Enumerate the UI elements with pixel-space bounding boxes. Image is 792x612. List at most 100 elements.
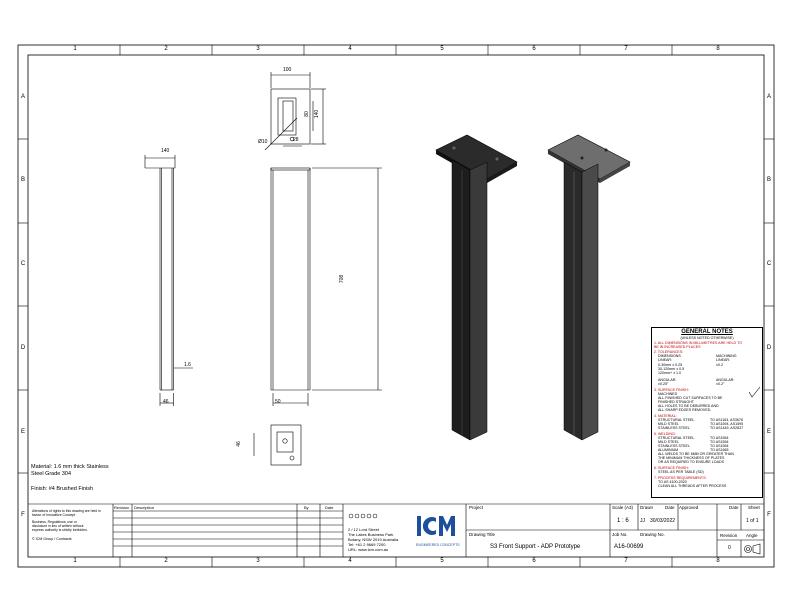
note-3-line-0: MACHINED <box>658 392 678 396</box>
mat-row-2-b: TO AS1449, AS2837 <box>710 426 744 430</box>
mat-row-2-a: STAINLESS STEEL <box>658 426 690 430</box>
weld-row-3-b: TO AS1665 <box>710 448 729 452</box>
company-address-2: Botany, NSW 2019 Australia <box>348 537 399 542</box>
company-address-0: 2 / 12 Lord Street <box>348 527 379 532</box>
zone-row-e-right: E <box>766 429 771 435</box>
rev-col-description: Description <box>134 505 155 510</box>
tol-left-1: LINEAR: <box>658 358 672 362</box>
rev-col-revision: Revision <box>114 505 130 510</box>
zone-col-2-bottom: 2 <box>164 558 168 564</box>
tol-left-0: DIMENSIONS <box>658 354 681 358</box>
weld-line-2: OR AS REQUIRED TO ENSURE LOADS <box>658 460 724 464</box>
angle-label: Angle <box>746 533 758 538</box>
date-label: Date <box>665 505 675 510</box>
zone-row-f-right: F <box>767 512 771 518</box>
company-address-1: The Lakes Business Park <box>348 532 394 537</box>
company-address-3: Tel: +61 2 9669 7200 <box>348 542 386 547</box>
general-notes-title: GENERAL NOTES <box>681 329 733 335</box>
company-address-4: URL: www.icm.com.au <box>348 547 389 552</box>
dim-side-bottom: 50 <box>275 399 281 405</box>
zone-col-5: 5 <box>440 46 444 52</box>
note-7-line-1: CLEAN ALL THREADS AFTER PROCESS <box>658 484 727 488</box>
weld-row-2-a: STAINLESS STEEL <box>658 444 690 448</box>
mat-row-1-a: MILD STEEL <box>658 422 679 426</box>
zone-col-7-bottom: 7 <box>624 558 628 564</box>
weld-row-0-b: TO AS1554 <box>710 436 729 440</box>
iso-dark-post <box>435 134 518 441</box>
note-3-line-2: FINISHED STRAIGHT <box>658 400 694 404</box>
note-6: 6. SURFACE FINISH: <box>654 466 689 470</box>
weld-line-0: ALL WELDS TO BE 6MM OR GREATER THAN <box>658 452 734 456</box>
zone-col-3: 3 <box>256 46 260 52</box>
company-wordmark-logo <box>348 513 378 519</box>
revision-label: Revision <box>720 533 738 538</box>
scale-value: 1 : 6 <box>617 518 629 524</box>
weld-row-0-a: STRUCTURAL STEEL <box>658 436 695 440</box>
sheet-value: 1 of 1 <box>746 518 759 524</box>
zone-row-a-right: A <box>766 94 771 100</box>
company-tagline: ENGINEERED CONCEPTS <box>416 543 460 547</box>
zone-col-3-bottom: 3 <box>256 558 260 564</box>
drawing-no-label: Drawing No. <box>640 532 665 537</box>
zone-col-7: 7 <box>624 46 628 52</box>
note-2: 2. TOLERANCES: <box>654 350 684 354</box>
zone-col-4: 4 <box>348 46 352 52</box>
zone-col-6-bottom: 6 <box>532 558 536 564</box>
note-3: 3. SURFACE FINISH: <box>654 388 689 392</box>
approved-label: Approved <box>679 505 699 510</box>
material-line-1: Material: 1.6 mm thick Stainless <box>31 464 109 470</box>
job-no-label: Job No. <box>612 532 628 537</box>
weld-row-2-b: TO AS1554 <box>710 444 729 448</box>
copyright-line-3: express authority is strictly forbidden. <box>32 528 88 532</box>
note-5: 5. WELDING: <box>654 432 676 436</box>
note-4: 4. MATERIAL: <box>654 414 677 418</box>
icm-logo <box>417 516 455 536</box>
material-line-2: Steel Grade 304 <box>31 471 72 477</box>
dim-hole-dia: Ø10 <box>258 139 268 145</box>
project-label: Project <box>469 505 484 510</box>
dim-front-bottom: 46 <box>163 399 169 405</box>
mat-row-0-a: STRUCTURAL STEEL <box>658 418 695 422</box>
finish-note: Finish: #4 Brushed Finish <box>31 486 94 492</box>
revision-value: 0 <box>728 545 731 551</box>
dim-wall: 1.6 <box>184 362 191 368</box>
tol-left-5: ANGULAR: <box>658 378 677 382</box>
tol-right-1: LINEAR: <box>716 358 730 362</box>
zone-col-8-bottom: 8 <box>716 558 720 564</box>
rev-col-date: Date <box>325 505 334 510</box>
weld-row-3-a: ALUMINIUM <box>658 448 679 452</box>
zone-col-6: 6 <box>532 46 536 52</box>
zone-col-8: 8 <box>716 46 720 52</box>
drawing-title: S3 Front Support - ADP Prototype <box>490 544 581 550</box>
tol-right-2: ±0.2 <box>716 363 723 367</box>
zone-row-f: F <box>21 512 25 518</box>
zone-row-d-right: D <box>766 345 772 351</box>
tol-left-4: 120mm+ ± 1.0 <box>658 371 682 375</box>
tol-left-2: 0-30mm ± 0.25 <box>658 363 683 367</box>
weld-row-1-a: MILD STEEL <box>658 440 679 444</box>
zone-col-1-bottom: 1 <box>73 558 77 564</box>
tol-right-3: ANGULAR: <box>716 378 735 382</box>
weld-row-1-b: TO AS1554 <box>710 440 729 444</box>
zone-col-5-bottom: 5 <box>440 558 444 564</box>
weld-line-1: THE MINIMUM THICKNESS OF PLATES <box>658 456 725 460</box>
zone-row-d: D <box>20 345 26 351</box>
note-3-line-1: ALL FINISHED CUT SURFACES TO BE <box>658 396 723 400</box>
general-notes-panel: GENERAL NOTES (UNLESS NOTED OTHERWISE) 1… <box>651 327 763 498</box>
general-notes-subtitle: (UNLESS NOTED OTHERWISE) <box>680 336 734 340</box>
dim-front-width: 140 <box>161 148 170 154</box>
copyright-line-1: Business, Regulations, use or <box>32 520 77 524</box>
zone-row-a: A <box>20 94 25 100</box>
sheet-label: Sheet <box>748 505 760 510</box>
note-7-line-0: TO AS 4100-2020 <box>658 480 687 484</box>
mat-row-0-b: TO AS1163, AS3678 <box>710 418 743 422</box>
drawn-label: Drawn <box>640 505 654 510</box>
tol-left-6: ±0.25° <box>658 382 669 386</box>
tol-right-4: ±0.2° <box>716 382 725 386</box>
note-3-line-4: ALL SHARP EDGES REMOVED. <box>658 408 712 412</box>
zone-row-e: E <box>20 429 25 435</box>
